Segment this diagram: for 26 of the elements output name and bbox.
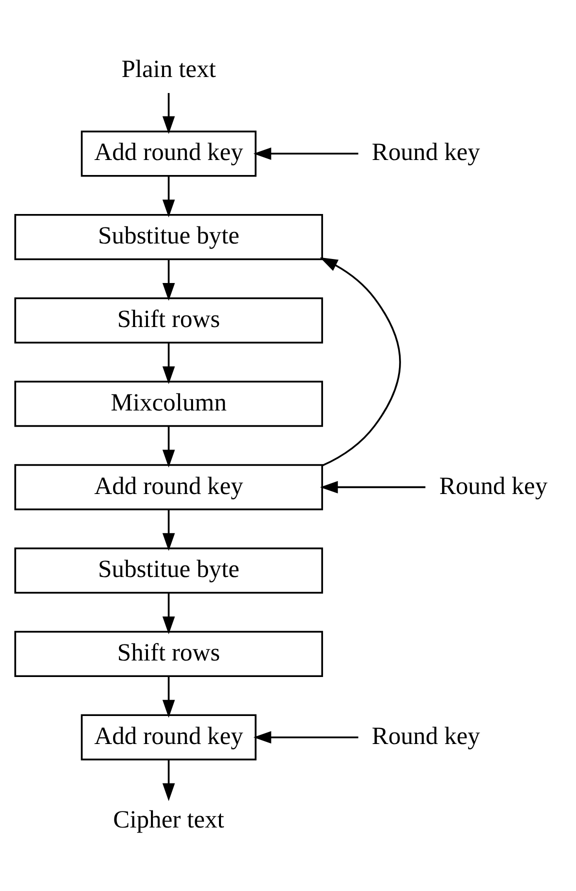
node-box: Shift rows (14, 297, 324, 344)
node-box: Substitue byte (14, 548, 324, 594)
arrow (320, 257, 401, 466)
arrow (162, 426, 175, 468)
arrow (162, 343, 175, 384)
arrow (162, 676, 175, 718)
arrow (162, 260, 175, 301)
node-box: Mixcolumn (14, 380, 324, 427)
node-text: Plain text (121, 56, 216, 83)
arrow (162, 93, 175, 134)
node-box: Add round key (80, 130, 256, 177)
node-box: Shift rows (14, 630, 324, 678)
node-text: Round key (372, 722, 480, 750)
node-box: Add round key (80, 714, 256, 760)
node-text: Round key (372, 139, 480, 166)
arrow (320, 480, 426, 494)
node-text: Round key (439, 472, 548, 500)
node-text: Cipher text (113, 806, 224, 834)
arrow (253, 147, 358, 160)
arrow (162, 593, 175, 634)
arrow (253, 731, 358, 744)
node-box: Add round key (14, 464, 324, 510)
node-box: Substitue byte (14, 214, 324, 260)
arrow (162, 176, 175, 218)
arrow (162, 510, 175, 551)
arrow (162, 760, 175, 802)
